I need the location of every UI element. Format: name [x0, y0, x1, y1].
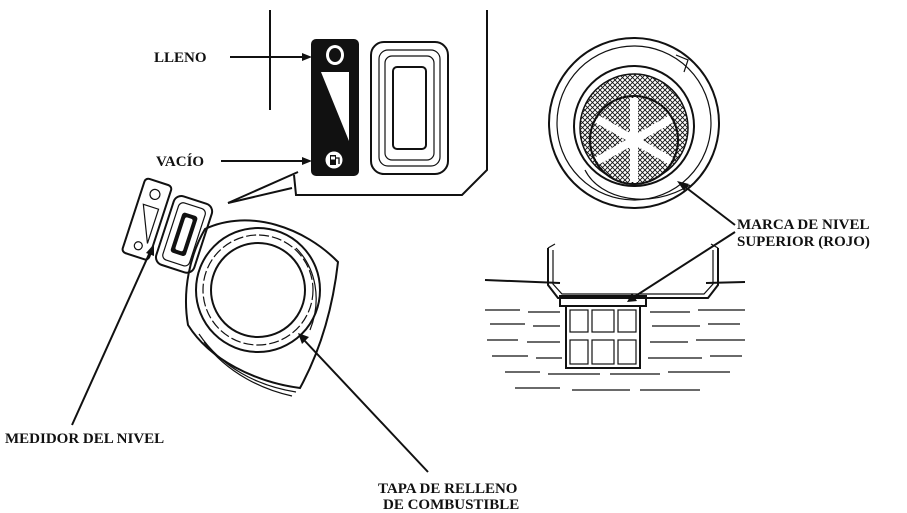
neck-lips — [547, 243, 719, 249]
arrow-marca-top-head — [677, 181, 689, 191]
label-marca-1: MARCA DE NIVEL — [737, 217, 870, 233]
level-triangle — [321, 72, 349, 141]
arrow-medidor-head — [146, 244, 154, 256]
cap-outer — [195, 227, 321, 353]
cap-housing-rim-2 — [203, 341, 293, 397]
arrow-marca-top-line — [683, 185, 736, 226]
label-tapa-2: DE COMBUSTIBLE — [383, 497, 519, 513]
strainer-spokes — [595, 98, 673, 182]
gauge-panel-closeup — [227, 10, 488, 204]
neck-walls — [547, 248, 719, 299]
callout-wedge-lower — [227, 187, 293, 204]
filler-neck-top-view — [548, 37, 720, 209]
cap-housing — [185, 219, 340, 390]
arrow-tapa-line — [303, 339, 429, 473]
callout-wedge-upper — [227, 171, 299, 204]
cap-top — [210, 242, 306, 338]
strainer-lower-edge — [584, 169, 691, 200]
fuel-cap — [185, 219, 340, 397]
fuel-pump-icon — [325, 151, 343, 169]
panel-outline — [293, 10, 488, 196]
tank-top-right — [705, 281, 746, 284]
label-medidor: MEDIDOR DEL NIVEL — [5, 431, 164, 447]
strainer-rim — [573, 65, 695, 187]
label-tapa-1: TAPA DE RELLENO — [378, 481, 517, 497]
arrow-tapa-head — [298, 333, 309, 344]
neck-notch — [675, 54, 689, 73]
tank-small-gauge — [121, 177, 214, 274]
gauge-window-frame — [370, 41, 449, 175]
neck-inner-ring — [556, 45, 712, 201]
circle-icon — [326, 45, 344, 65]
arrow-marca-bottom-line — [633, 231, 736, 298]
cap-housing-rim — [198, 333, 297, 393]
tank-top-left — [484, 279, 561, 284]
arrow-medidor-line — [71, 251, 151, 426]
label-vacio: VACÍO — [156, 153, 204, 170]
arrow-marca-bottom-head — [627, 293, 637, 302]
neck-outer-ring — [548, 37, 720, 209]
tank-cross-section — [484, 243, 746, 391]
cap-grip-ring — [202, 234, 314, 346]
cap-shadow — [295, 247, 317, 331]
neck-walls-inner — [552, 250, 714, 295]
strainer-basket — [565, 305, 641, 369]
fuel-surface-lines — [485, 309, 745, 391]
arrow-lleno-head — [302, 53, 312, 61]
label-marca-2: SUPERIOR (ROJO) — [737, 234, 870, 250]
label-lleno: LLENO — [154, 50, 207, 66]
arrow-vacio-head — [302, 157, 312, 165]
